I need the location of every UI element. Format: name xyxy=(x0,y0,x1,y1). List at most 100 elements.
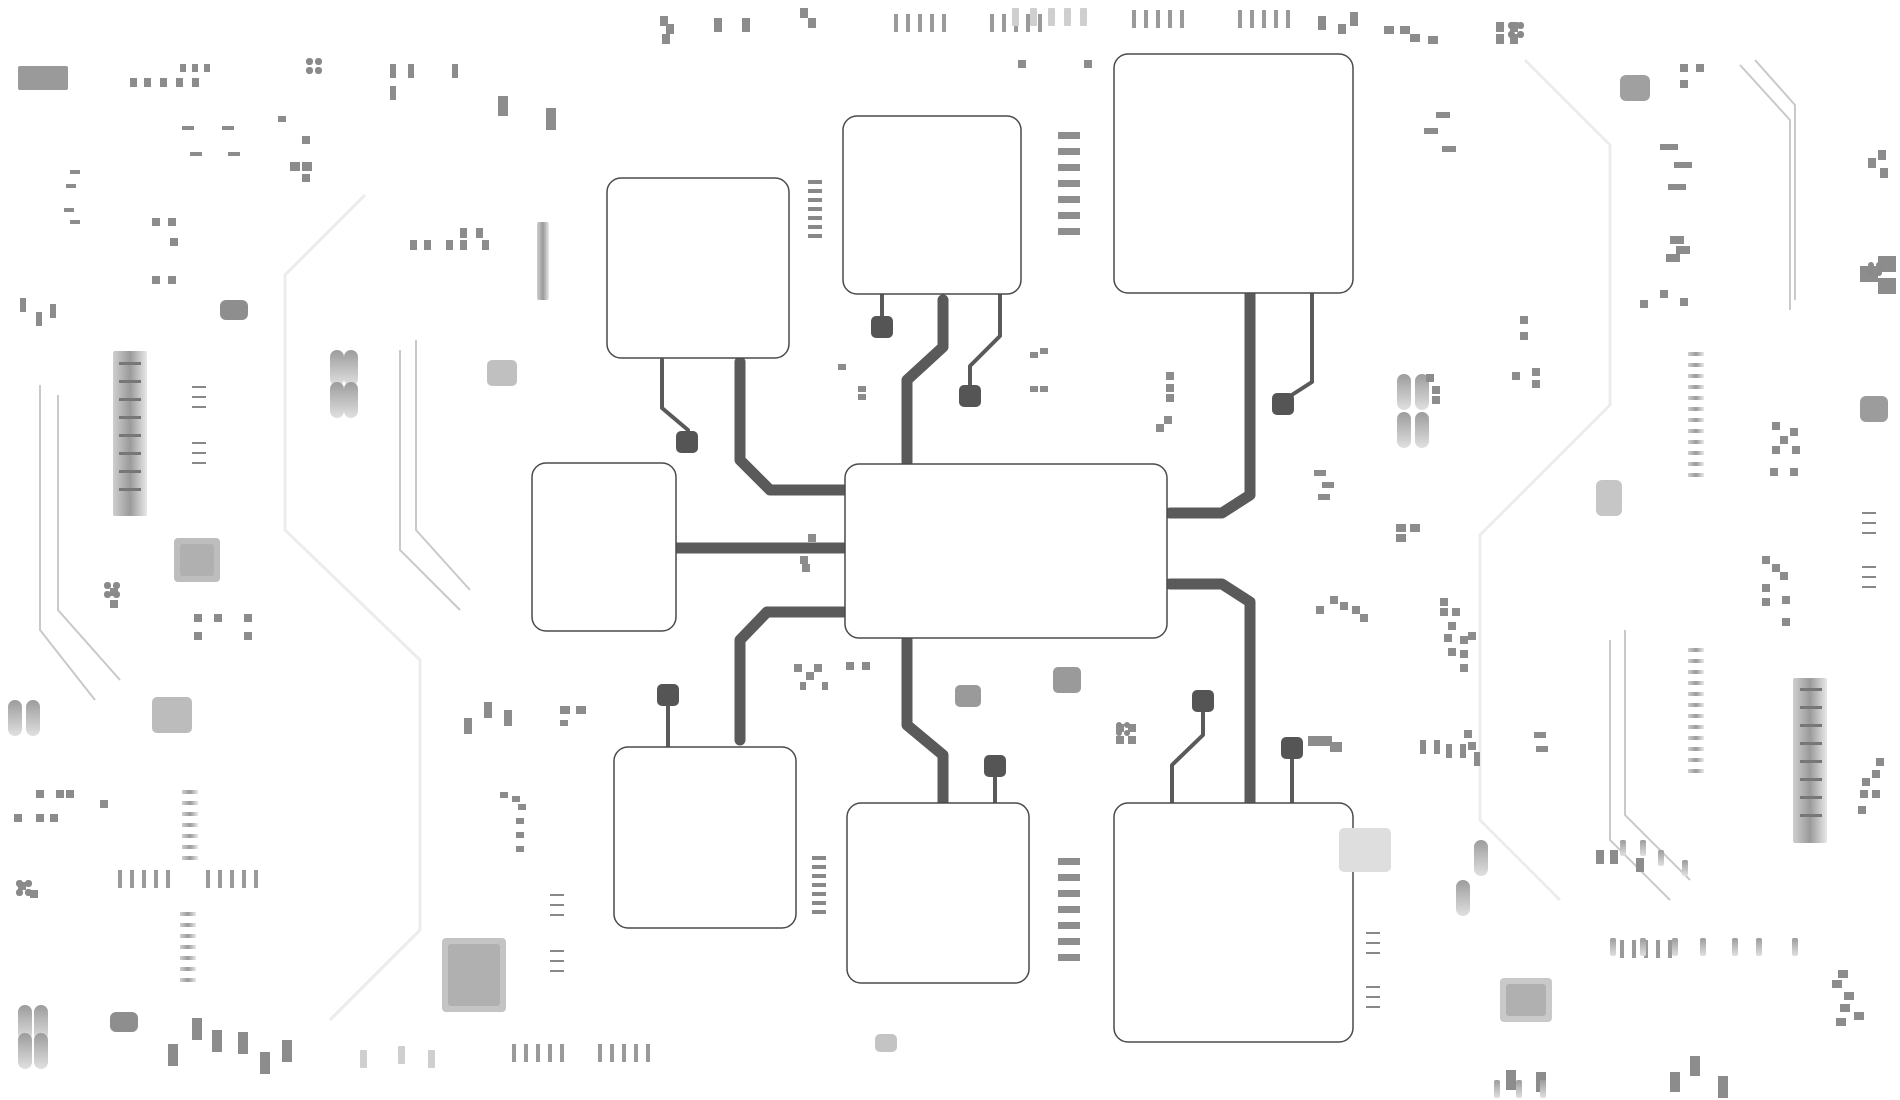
pad-strip xyxy=(1862,512,1876,514)
pad-strip xyxy=(182,801,198,805)
smd-component xyxy=(1442,146,1456,152)
smd-component xyxy=(1156,424,1164,432)
smd-component xyxy=(1352,606,1360,614)
smd-cluster xyxy=(1876,262,1882,268)
capacitor xyxy=(1456,880,1470,916)
smd-component xyxy=(1030,386,1038,392)
smd-cluster xyxy=(1124,722,1130,728)
smd-component xyxy=(1534,732,1546,738)
resistor xyxy=(360,1050,367,1068)
pad-strip xyxy=(1688,374,1704,378)
smd-component xyxy=(290,162,300,171)
smd-component xyxy=(1384,26,1394,34)
smd-component xyxy=(1460,744,1466,758)
pin-row xyxy=(1144,10,1148,28)
pad-strip xyxy=(550,914,564,916)
smd-cluster xyxy=(25,880,32,887)
pad-strip xyxy=(182,790,198,794)
smd-component xyxy=(1400,26,1410,34)
resistor xyxy=(1540,1080,1546,1098)
smd-component xyxy=(1660,144,1678,150)
smd-component xyxy=(464,718,472,734)
connector xyxy=(537,222,549,300)
smd-component xyxy=(1854,1012,1864,1020)
pin-row xyxy=(634,1044,638,1062)
smd-component xyxy=(1452,608,1460,616)
smd-component xyxy=(1790,468,1798,476)
smd-component xyxy=(800,682,806,690)
pad-strip xyxy=(1688,385,1704,389)
smd-component xyxy=(1448,648,1456,656)
smd-component xyxy=(560,720,568,726)
pad-strip xyxy=(1688,681,1704,685)
pad xyxy=(1192,690,1214,712)
pad-strip xyxy=(182,856,198,860)
smd-component xyxy=(1780,572,1788,580)
pad-strip xyxy=(192,406,206,408)
smd-component xyxy=(1464,730,1472,738)
pad-strip xyxy=(812,883,826,887)
pin-row xyxy=(1620,940,1624,958)
ic-chip-core xyxy=(180,544,214,576)
pad-strip xyxy=(1688,352,1704,356)
box-top-right xyxy=(1113,53,1354,294)
smd-component xyxy=(1782,596,1790,604)
ic-chip xyxy=(487,360,517,386)
pad-strip xyxy=(182,834,198,838)
ic-chip xyxy=(110,1012,138,1032)
smd-component xyxy=(498,96,508,116)
resistor xyxy=(1516,1080,1522,1098)
resistor xyxy=(1012,8,1019,26)
resistor xyxy=(1048,8,1055,26)
connector-pin xyxy=(1800,760,1822,763)
smd-cluster xyxy=(16,880,23,887)
smd-component xyxy=(36,312,42,326)
pad-strip xyxy=(1058,858,1080,865)
smd-component xyxy=(546,108,556,130)
connector-pin xyxy=(119,488,141,491)
smd-component xyxy=(1428,36,1438,44)
smd-cluster xyxy=(1517,22,1524,29)
pad-strip xyxy=(180,945,196,949)
pad xyxy=(1281,737,1303,759)
smd-component xyxy=(152,218,160,226)
smd-component xyxy=(1636,858,1644,872)
smd-component xyxy=(516,832,524,838)
smd-component xyxy=(808,18,816,28)
connector xyxy=(113,351,147,516)
smd-component xyxy=(1762,584,1770,592)
smd-component xyxy=(1128,736,1136,744)
connector-pin xyxy=(1800,796,1822,799)
smd-component xyxy=(512,796,520,802)
pin-row xyxy=(918,14,922,32)
smd-component xyxy=(282,1040,292,1062)
pad-strip xyxy=(1688,714,1704,718)
smd-component xyxy=(476,228,483,238)
pad-strip xyxy=(1688,703,1704,707)
smd-component xyxy=(1640,300,1648,308)
smd-component xyxy=(1878,278,1896,294)
pin-row xyxy=(524,1044,528,1062)
smd-component xyxy=(460,228,467,238)
smd-component xyxy=(1878,150,1886,160)
pin-row xyxy=(1132,10,1136,28)
capacitor xyxy=(1474,840,1488,876)
pin-row xyxy=(242,870,246,888)
pin-row xyxy=(1180,10,1184,28)
trace-hub-bottom-middle xyxy=(901,634,949,809)
smd-component xyxy=(390,64,396,78)
smd-component xyxy=(1668,184,1686,190)
pin-row xyxy=(1668,940,1672,958)
pin-row xyxy=(130,870,134,888)
box-hub xyxy=(844,463,1168,639)
smd-component xyxy=(168,1044,178,1066)
pad-strip xyxy=(1688,725,1704,729)
pin-row xyxy=(942,14,946,32)
smd-component xyxy=(806,672,814,680)
pad-strip xyxy=(192,386,206,388)
capacitor xyxy=(330,382,344,418)
pin-row xyxy=(1168,10,1172,28)
smd-component xyxy=(1474,752,1480,766)
smd-component xyxy=(36,790,44,798)
